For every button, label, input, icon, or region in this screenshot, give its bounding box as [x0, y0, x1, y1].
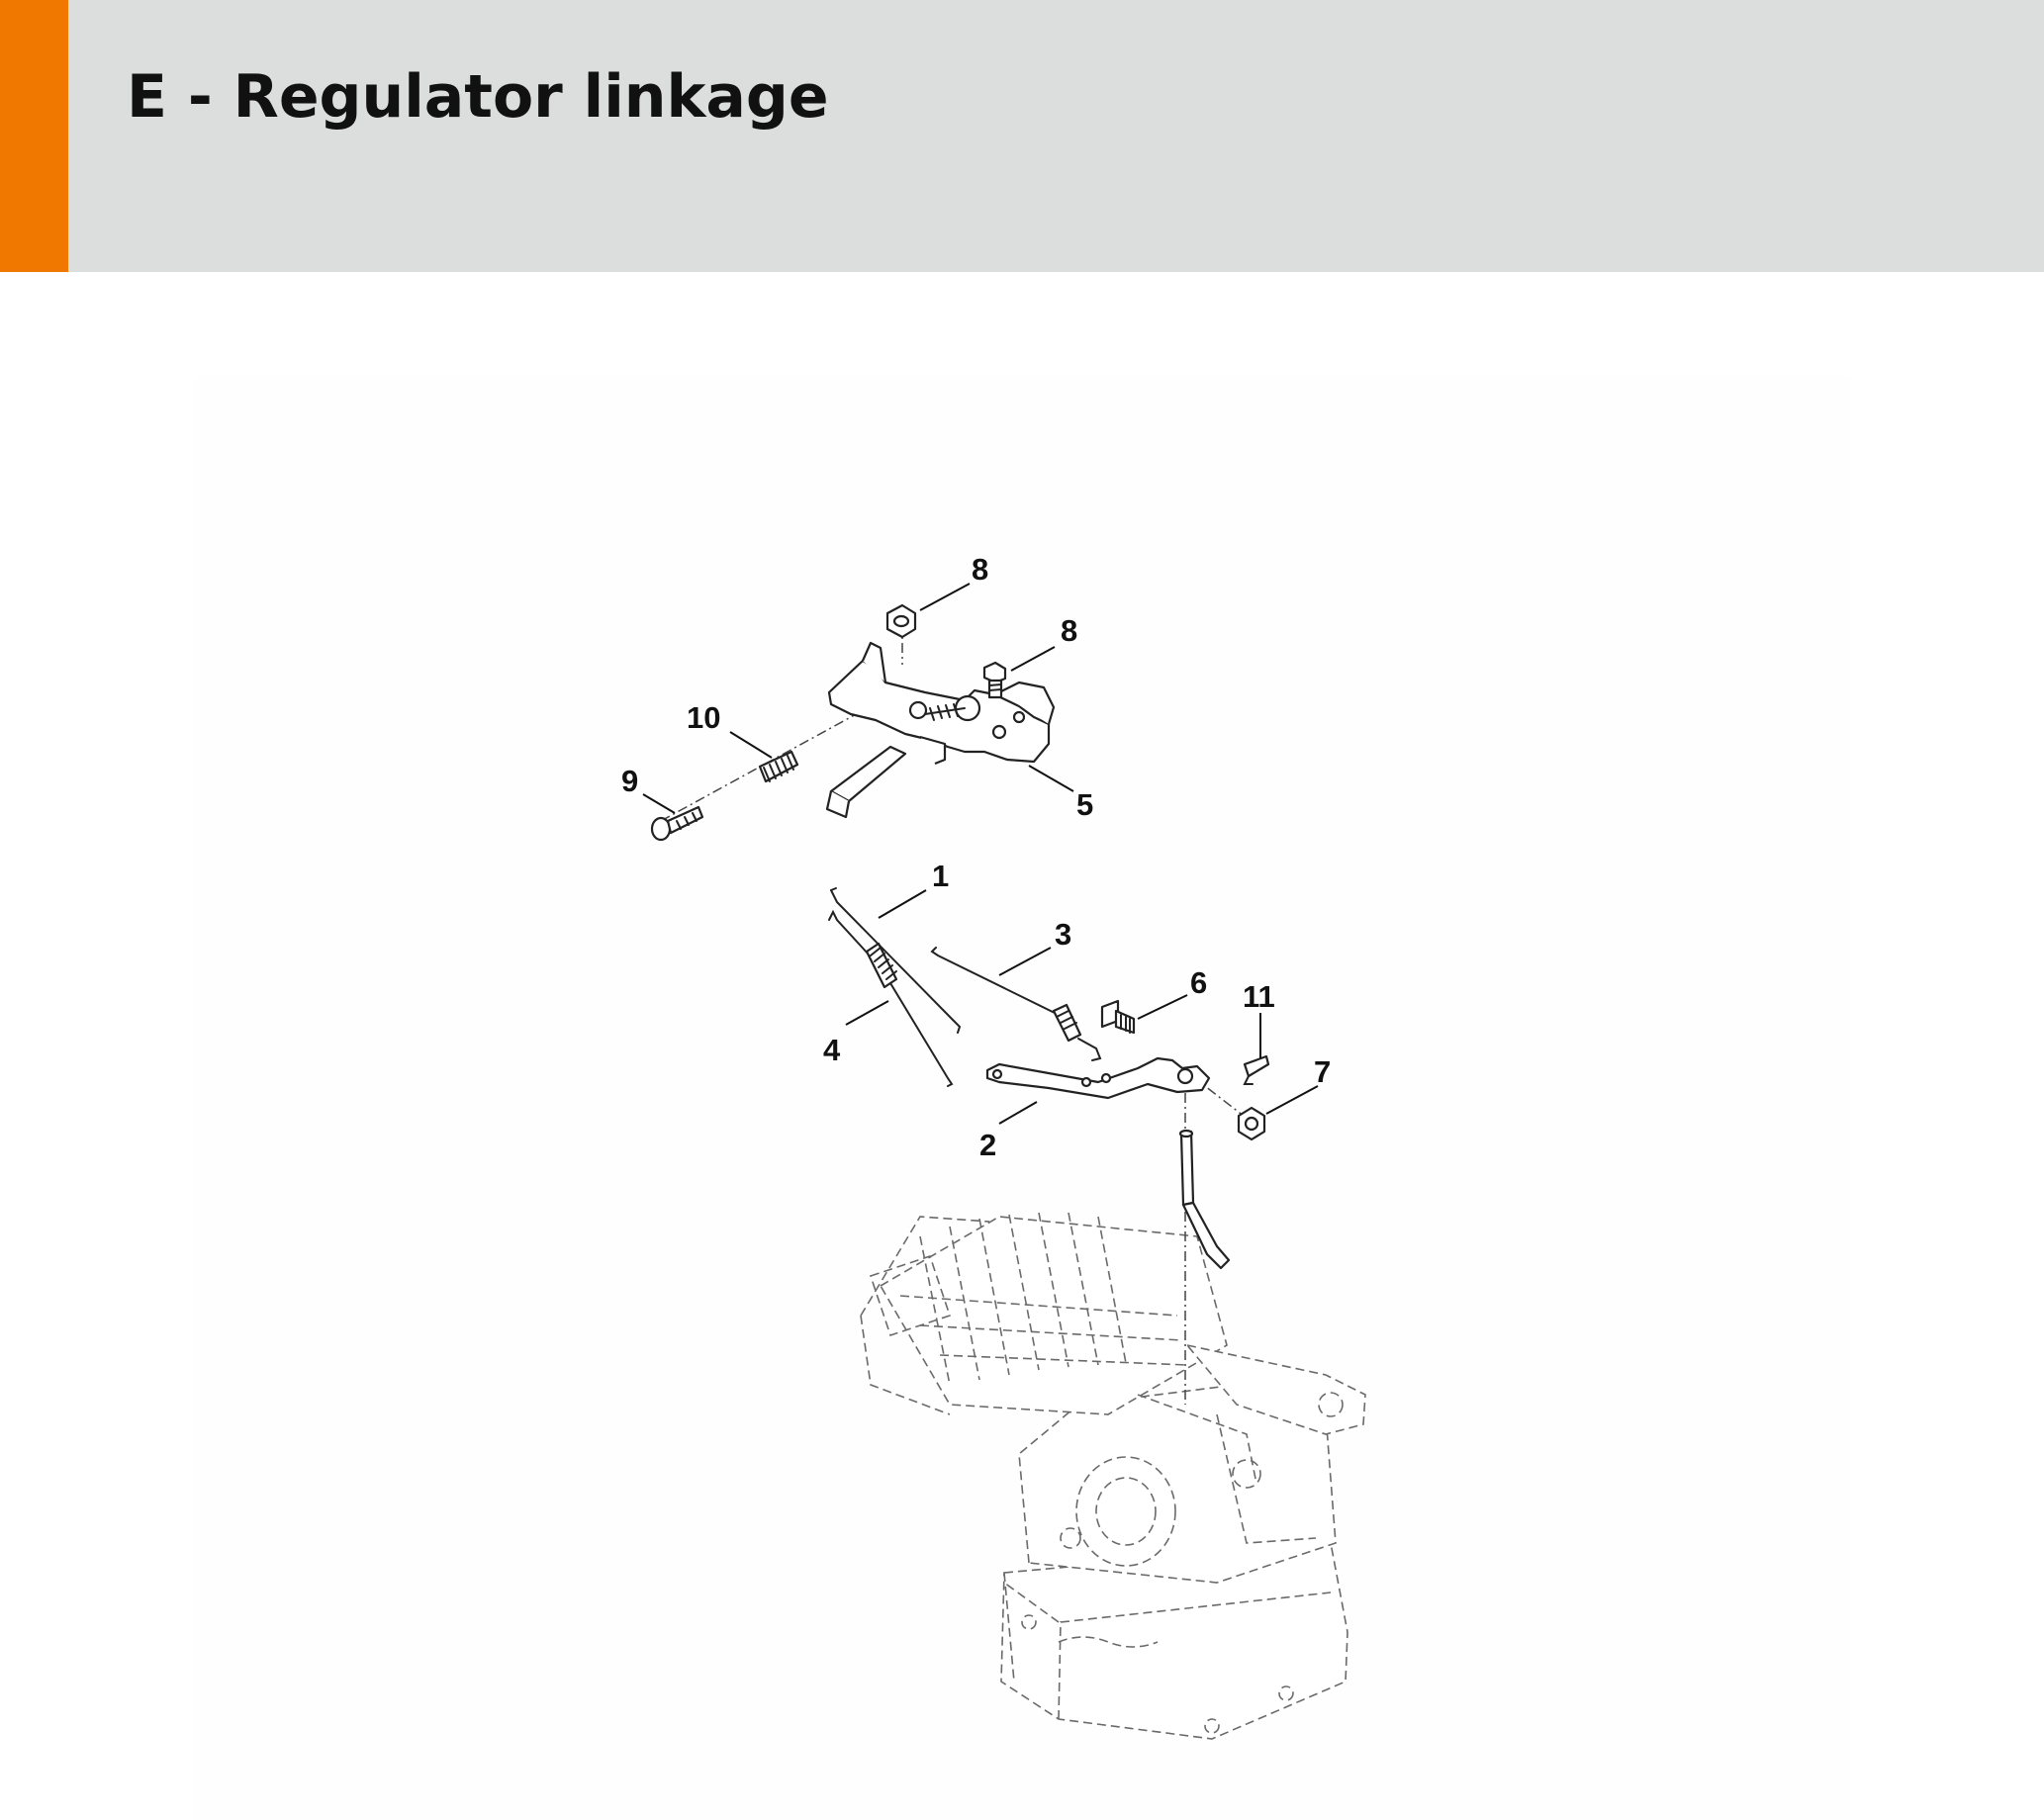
shoulder-bolt	[1100, 999, 1136, 1035]
governor-shaft	[1178, 1129, 1231, 1270]
spring-clip	[1243, 1054, 1270, 1085]
engine-block-outline	[860, 1212, 1366, 1740]
leader-2	[998, 1101, 1038, 1125]
hex-nut	[1237, 1106, 1266, 1141]
callout-6: 6	[1190, 965, 1207, 1000]
governor-rod	[930, 947, 1102, 1061]
flange-nut-top	[885, 603, 917, 639]
tension-spring	[828, 909, 954, 1087]
leader-4	[845, 1000, 889, 1026]
leader-1	[878, 889, 927, 919]
callout-10: 10	[687, 700, 720, 735]
callout-7: 7	[1314, 1054, 1331, 1089]
leader-lines	[642, 583, 1319, 1125]
callout-4: 4	[823, 1033, 841, 1067]
leader-3	[998, 947, 1052, 976]
callout-labels: 8 8 10 9 5 1 3 6 11 4 7 2	[621, 552, 1331, 1162]
control-bracket	[825, 641, 1056, 819]
adjusting-screw	[650, 805, 704, 842]
regulator-lever	[985, 1056, 1211, 1100]
leader-6	[1137, 994, 1188, 1020]
regulator-rod	[830, 887, 962, 1034]
callout-8-top: 8	[972, 552, 988, 587]
page-title: E - Regulator linkage	[127, 62, 829, 132]
leader-10	[729, 731, 773, 759]
hex-screw-right	[982, 661, 1007, 699]
leader-5	[1028, 765, 1074, 792]
callout-3: 3	[1055, 917, 1071, 952]
accent-bar	[0, 0, 68, 272]
callout-5: 5	[1076, 787, 1093, 822]
leader-9	[642, 793, 676, 814]
callout-2: 2	[979, 1128, 996, 1162]
page-header: E - Regulator linkage	[0, 0, 2044, 272]
callout-1: 1	[932, 859, 949, 893]
callout-8-right: 8	[1061, 613, 1077, 648]
callout-9: 9	[621, 764, 638, 798]
leader-8-top	[919, 583, 971, 611]
leader-7	[1265, 1085, 1319, 1115]
callout-11: 11	[1243, 979, 1275, 1014]
compression-spring	[758, 750, 799, 783]
leader-8-right	[1010, 646, 1056, 672]
